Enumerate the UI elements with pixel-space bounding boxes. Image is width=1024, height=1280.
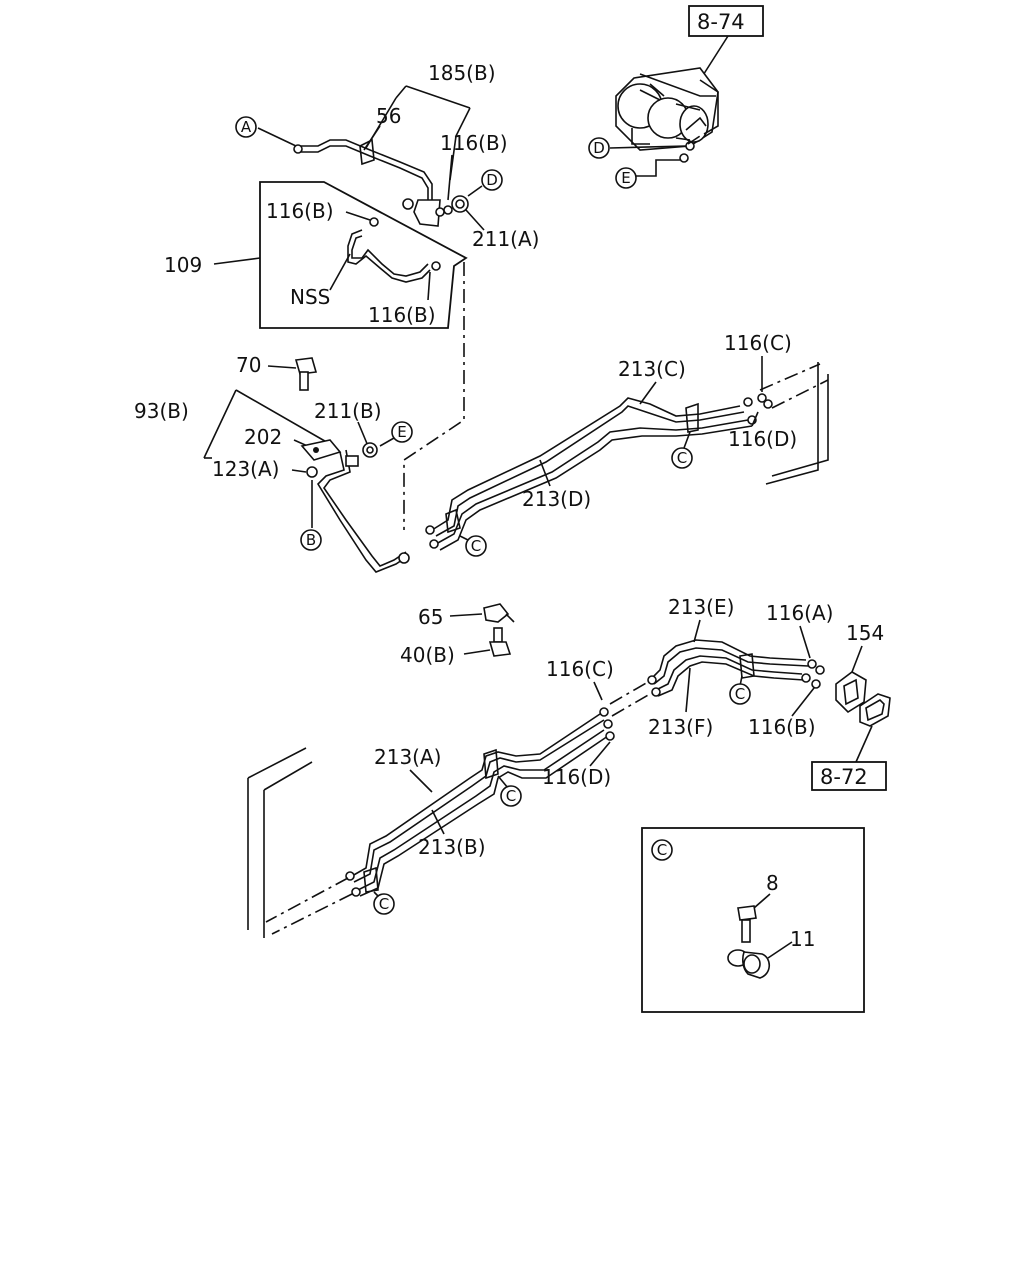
gasket-8-72	[859, 693, 891, 727]
svg-text:E: E	[397, 423, 406, 441]
svg-text:C: C	[657, 841, 667, 859]
bracket-202	[300, 439, 342, 461]
label-8: 8	[766, 871, 779, 895]
label-116b-right: 116(B)	[748, 715, 816, 739]
label-213d: 213(D)	[522, 487, 591, 511]
label-123a: 123(A)	[212, 457, 279, 481]
svg-text:E: E	[621, 169, 630, 187]
label-11: 11	[790, 927, 815, 951]
pipe-lower-left	[316, 449, 410, 573]
label-213b: 213(B)	[418, 835, 486, 859]
pipe-213c-213d	[425, 397, 757, 551]
label-213f: 213(F)	[648, 715, 713, 739]
label-116b-top: 116(B)	[440, 131, 508, 155]
label-109: 109	[164, 253, 202, 277]
bolt-8	[737, 905, 757, 943]
callout-c-lower-left[interactable]: C	[373, 893, 395, 915]
label-116c-right: 116(C)	[724, 331, 792, 355]
callout-b[interactable]: B	[300, 529, 322, 551]
reference-8-74[interactable]: 8-74	[688, 5, 764, 37]
svg-text:D: D	[486, 171, 498, 189]
label-56: 56	[376, 104, 401, 128]
svg-text:C: C	[735, 685, 745, 703]
callout-c-mid-right[interactable]: C	[671, 447, 693, 469]
label-nss: NSS	[290, 285, 330, 309]
callout-c-mid-left[interactable]: C	[465, 535, 487, 557]
blower-unit	[615, 67, 719, 151]
pipe-213e-213f	[647, 639, 817, 697]
label-65: 65	[418, 605, 443, 629]
svg-text:8-72: 8-72	[820, 765, 868, 789]
callout-a[interactable]: A	[235, 116, 257, 138]
callout-e-middle[interactable]: E	[391, 421, 413, 443]
label-116d-lower: 116(D)	[542, 765, 611, 789]
callout-c-detail[interactable]: C	[651, 839, 673, 861]
label-154: 154	[846, 621, 884, 645]
pipe-213a-213b	[345, 707, 613, 897]
detail-box-c: C 8 11	[641, 827, 865, 1013]
label-213e: 213(E)	[668, 595, 734, 619]
label-116d-right: 116(D)	[728, 427, 797, 451]
callout-c-lower-right[interactable]: C	[729, 683, 751, 705]
nut-211b	[362, 442, 378, 458]
clamp-11	[727, 949, 771, 979]
clip-65	[483, 603, 515, 623]
pipe-109-nss	[347, 229, 431, 283]
bolt-70	[294, 357, 318, 391]
label-211b: 211(B)	[314, 399, 382, 423]
callout-d-blower[interactable]: D	[588, 137, 610, 159]
label-116b-lower: 116(B)	[368, 303, 436, 327]
svg-text:B: B	[306, 531, 316, 549]
pipe-185b	[293, 138, 433, 200]
label-116c-lower: 116(C)	[546, 657, 614, 681]
label-185b: 185(B)	[428, 61, 496, 85]
svg-text:C: C	[379, 895, 389, 913]
nut-211a	[451, 195, 469, 213]
label-116b-upper: 116(B)	[266, 199, 334, 223]
callout-e-blower[interactable]: E	[615, 167, 637, 189]
svg-text:C: C	[677, 449, 687, 467]
callout-d-upper[interactable]: D	[481, 169, 503, 191]
label-213c: 213(C)	[618, 357, 686, 381]
label-40b: 40(B)	[400, 643, 455, 667]
svg-text:A: A	[241, 118, 252, 136]
svg-text:C: C	[471, 537, 481, 555]
label-116a: 116(A)	[766, 601, 833, 625]
label-211a: 211(A)	[472, 227, 539, 251]
label-213a: 213(A)	[374, 745, 441, 769]
grommet-154	[835, 671, 867, 714]
svg-text:D: D	[593, 139, 605, 157]
label-93b: 93(B)	[134, 399, 189, 423]
svg-text:8-74: 8-74	[697, 10, 745, 34]
label-202: 202	[244, 425, 282, 449]
reference-8-72[interactable]: 8-72	[811, 761, 887, 791]
svg-text:C: C	[506, 787, 516, 805]
callout-c-lower-mid[interactable]: C	[500, 785, 522, 807]
label-70: 70	[236, 353, 261, 377]
bolt-40b	[488, 627, 512, 657]
